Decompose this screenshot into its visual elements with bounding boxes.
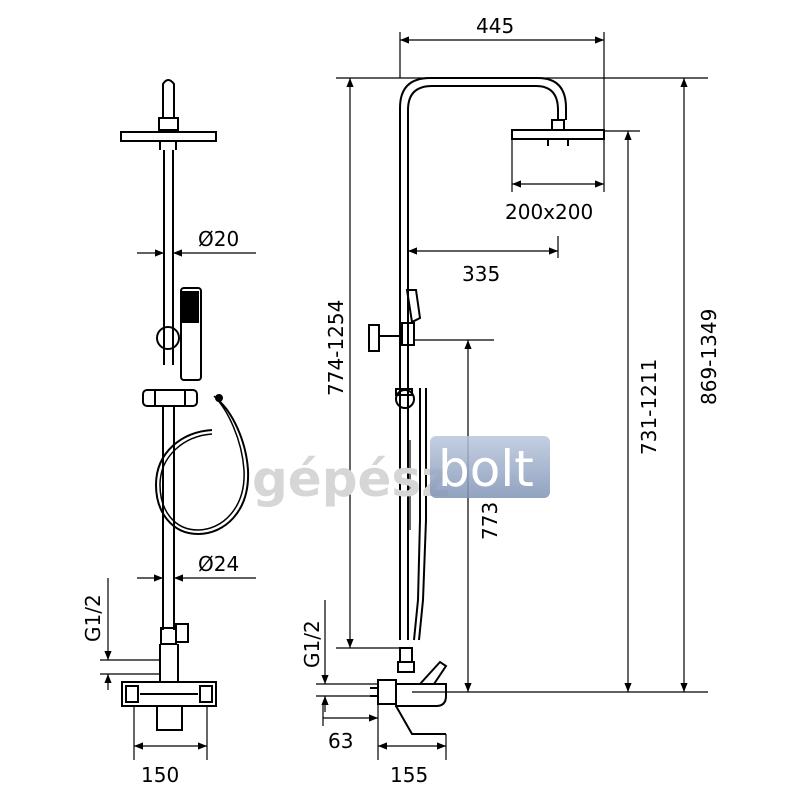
watermark: gépész bolt [252,436,550,508]
dim-wall-offset: 63 [328,729,353,753]
side-shower-head [511,129,605,140]
dim-arm-reach: 335 [462,262,500,286]
side-hand-shower [405,289,422,324]
side-view [368,77,605,735]
front-diverter [160,627,177,645]
front-dimension-lines [100,249,256,760]
dim-pipe-diameter-lower: Ø24 [198,552,239,576]
side-valve [377,679,397,705]
dim-adjust-range-mid: 731-1211 [637,359,661,455]
front-head-connector [158,117,179,131]
side-spout [395,705,446,735]
front-shower-head [120,131,217,142]
dim-head-size: 200x200 [505,200,593,224]
front-spout [156,706,183,731]
front-slider-knob [156,326,180,350]
front-mixer-body [121,681,217,707]
dim-top-width: 445 [476,14,514,38]
dim-adjust-range-left: 774-1254 [324,300,348,396]
watermark-text-part2: bolt [438,440,534,498]
dimension-labels: 445 200x200 335 Ø20 Ø24 150 155 63 G1/2 … [81,14,721,787]
dim-thread-left: G1/2 [81,594,105,642]
side-riser-inner [407,85,559,640]
side-dimension-lines [316,32,708,760]
dim-height-fixed: 773 [478,502,502,540]
front-holder [142,389,198,407]
front-hand-shower [180,287,202,381]
dim-pipe-diameter-upper: Ø20 [198,227,239,251]
dim-mixer-width-side: 155 [390,763,428,787]
front-hose [154,399,250,536]
dim-mixer-width-front: 150 [141,763,179,787]
front-view [120,79,250,731]
watermark-text-part1: gépész [252,450,450,508]
watermark-badge [430,436,550,498]
front-head-stem [162,79,175,118]
side-hose [413,388,421,641]
side-lever [419,660,448,685]
side-mixer-body [395,683,447,707]
dim-thread-right: G1/2 [300,620,324,668]
dim-total-height: 869-1349 [697,309,721,405]
side-slider [401,322,415,346]
